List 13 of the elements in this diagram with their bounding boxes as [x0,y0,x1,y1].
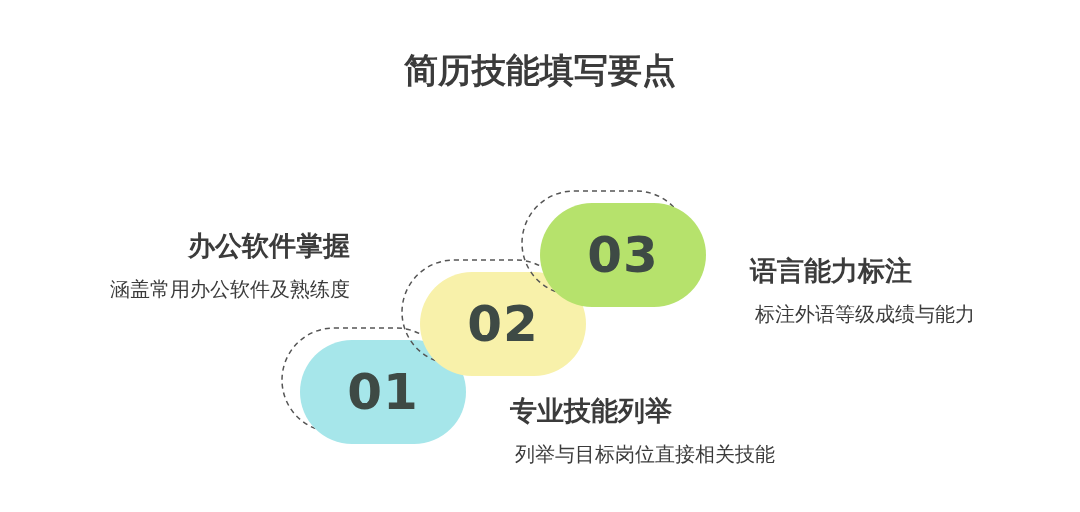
number-pill [300,340,466,444]
step-heading: 专业技能列举 [510,394,672,428]
step-heading: 办公软件掌握 [188,229,350,263]
step-heading: 语言能力标注 [750,254,912,288]
step-description: 列举与目标岗位直接相关技能 [515,441,775,468]
number-pill [420,272,586,376]
step-number: 03 [587,226,659,284]
step-number: 01 [347,363,419,421]
title: 简历技能填写要点 [403,49,677,92]
number-pill [540,203,706,307]
step-description: 标注外语等级成绩与能力 [755,301,975,328]
step-number: 02 [467,295,539,353]
step-description: 涵盖常用办公软件及熟练度 [110,276,350,303]
